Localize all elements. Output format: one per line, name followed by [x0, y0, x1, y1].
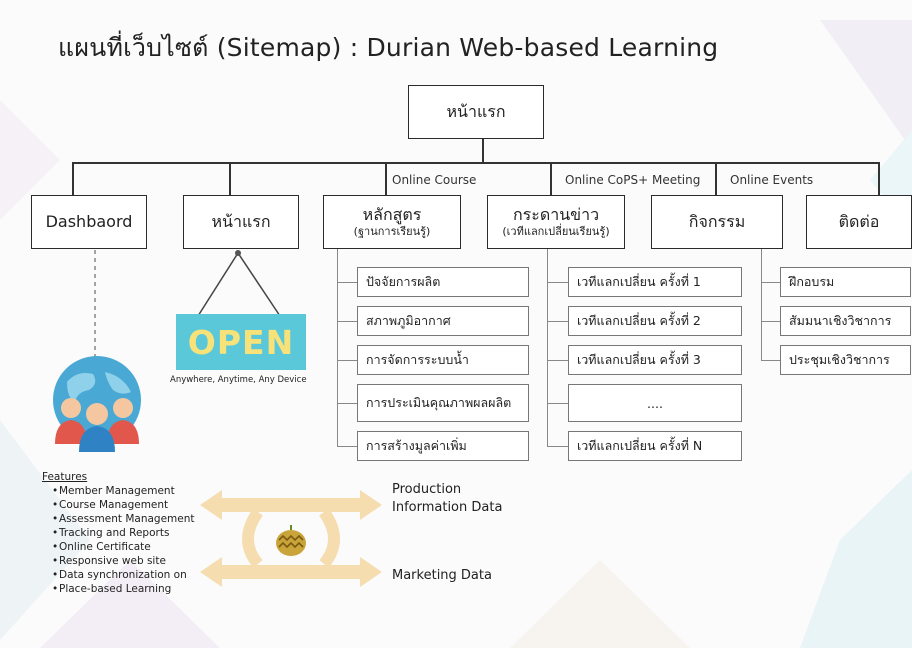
feature-item: Tracking and Reports [52, 526, 195, 540]
node-label: Dashbaord [45, 212, 133, 231]
connector-label-course: Online Course [392, 173, 477, 187]
open-sign-tagline: Anywhere, Anytime, Any Device [170, 375, 307, 385]
activity-tree-line [761, 249, 762, 361]
data-flow-arrows [200, 490, 382, 587]
node-board[interactable]: กระดานข่าว (เวทีแลกเปลี่ยนเรียนรู้) [487, 195, 625, 249]
activity-item[interactable]: ฝึกอบรม [780, 267, 911, 297]
course-branch [337, 446, 358, 447]
board-branch [547, 446, 569, 447]
node-dashboard[interactable]: Dashbaord [31, 195, 147, 249]
connector-line [72, 162, 74, 195]
course-item[interactable]: การสร้างมูลค่าเพิ่ม [357, 431, 529, 461]
feature-item: Course Management [52, 498, 195, 512]
board-tree-line [547, 249, 548, 446]
node-course[interactable]: หลักสูตร (ฐานการเรียนรู้) [323, 195, 461, 249]
board-item[interactable]: เวทีแลกเปลี่ยน ครั้งที่ 1 [568, 267, 742, 297]
marketing-data-label: Marketing Data [392, 568, 492, 583]
root-node-label: หน้าแรก [446, 102, 506, 121]
production-line1: Production [392, 482, 462, 497]
bg-shape [0, 420, 90, 640]
feature-item: Member Management [52, 484, 195, 498]
bg-shape [820, 20, 912, 150]
node-activity[interactable]: กิจกรรม [651, 195, 783, 249]
node-label: หน้าแรก [211, 212, 271, 231]
course-branch [337, 282, 358, 283]
course-branch [337, 360, 358, 361]
connector-line [385, 162, 387, 195]
board-item[interactable]: .... [568, 384, 742, 422]
bg-shape [40, 560, 220, 648]
double-arrow-bottom [200, 557, 382, 587]
board-item[interactable]: เวทีแลกเปลี่ยน ครั้งที่ 3 [568, 345, 742, 375]
course-branch [337, 403, 358, 404]
course-item[interactable]: สภาพภูมิอากาศ [357, 306, 529, 336]
node-contact[interactable]: ติดต่อ [806, 195, 912, 249]
node-label: กิจกรรม [688, 212, 746, 231]
connector-line [229, 162, 231, 195]
course-item[interactable]: ปัจจัยการผลิต [357, 267, 529, 297]
production-data-label: Production Information Data [392, 481, 502, 517]
double-arrow-top [200, 490, 382, 520]
connector-label-board: Online CoPS+ Meeting [565, 173, 701, 187]
node-label: ติดต่อ [838, 212, 880, 231]
board-item[interactable]: เวทีแลกเปลี่ยน ครั้งที่ N [568, 431, 742, 461]
sign-string [197, 250, 281, 317]
node-home[interactable]: หน้าแรก [183, 195, 299, 249]
activity-branch [761, 360, 781, 361]
connector-line [550, 162, 552, 195]
feature-item: Online Certificate [52, 540, 195, 554]
durian-icon [276, 525, 306, 556]
connector-label-activity: Online Events [730, 173, 814, 187]
connector-line [715, 162, 717, 195]
course-tree-line [337, 249, 338, 446]
activity-branch [761, 321, 781, 322]
open-sign-text: OPEN [187, 322, 295, 362]
feature-item: Data synchronization on [52, 568, 195, 582]
board-branch [547, 403, 569, 404]
features-heading: Features [42, 471, 88, 483]
connector-line [482, 139, 484, 163]
node-sublabel: (เวทีแลกเปลี่ยนเรียนรู้) [502, 225, 610, 238]
dashboard-dashed-line [94, 250, 96, 360]
bg-shape [510, 560, 690, 648]
board-branch [547, 360, 569, 361]
activity-item[interactable]: สัมมนาเชิงวิชาการ [780, 306, 911, 336]
connector-line [72, 162, 880, 164]
curve-left [242, 508, 264, 568]
board-branch [547, 282, 569, 283]
users-globe-icon [53, 356, 141, 452]
curve-right [318, 508, 340, 568]
course-item[interactable]: การประเมินคุณภาพผลผลิต [357, 384, 529, 422]
bg-shape [0, 100, 60, 220]
connector-line [878, 162, 880, 195]
page-title: แผนที่เว็บไซต์ (Sitemap) : Durian Web-ba… [58, 33, 719, 62]
production-line2: Information Data [392, 500, 503, 515]
feature-item: Place-based Learning [52, 582, 195, 596]
board-item[interactable]: เวทีแลกเปลี่ยน ครั้งที่ 2 [568, 306, 742, 336]
board-branch [547, 321, 569, 322]
bg-shape [800, 470, 912, 648]
open-sign: OPEN [176, 314, 306, 370]
features-list: Features Member Management Course Manage… [42, 470, 195, 596]
root-node-home[interactable]: หน้าแรก [408, 85, 544, 139]
activity-branch [761, 282, 781, 283]
course-branch [337, 321, 358, 322]
node-label: หลักสูตร [362, 205, 422, 224]
feature-item: Responsive web site [52, 554, 195, 568]
activity-item[interactable]: ประชุมเชิงวิชาการ [780, 345, 911, 375]
node-label: กระดานข่าว [512, 205, 600, 224]
node-sublabel: (ฐานการเรียนรู้) [353, 225, 431, 238]
course-item[interactable]: การจัดการระบบน้ำ [357, 345, 529, 375]
feature-item: Assessment Management [52, 512, 195, 526]
